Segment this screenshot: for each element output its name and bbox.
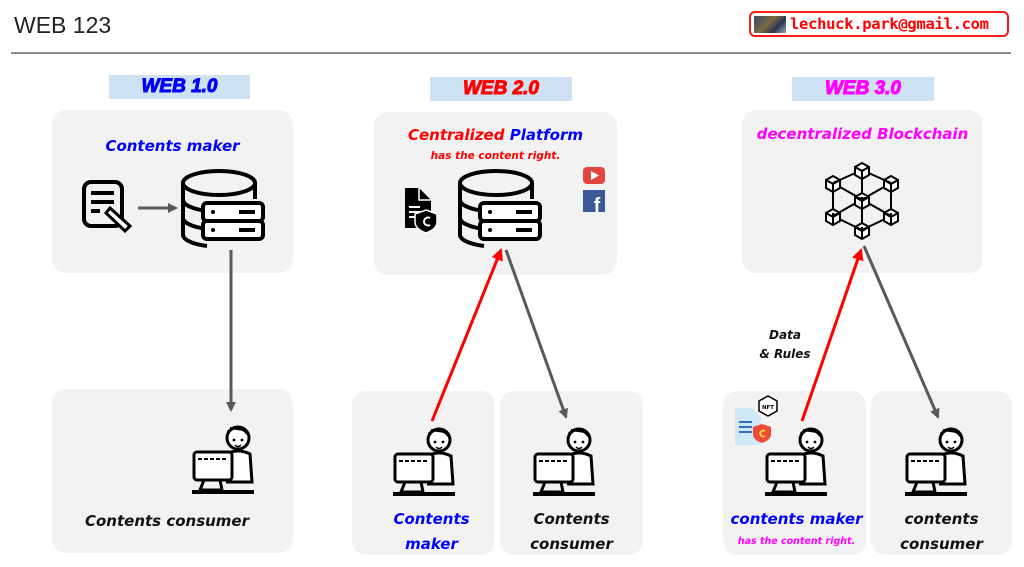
web3-download-arrow (862, 245, 940, 419)
facebook-icon: f (583, 190, 605, 217)
web1-consumer-panel (52, 389, 293, 553)
web2-consumer-line2: consumer (530, 535, 613, 553)
web3-consumer-line2: consumer (900, 535, 983, 553)
web2-download-arrow (504, 249, 569, 419)
web3-blockchain-title: decentralized Blockchain (756, 125, 969, 143)
avatar (754, 15, 786, 33)
web1-consumer-title: Contents consumer (84, 512, 250, 530)
web3-consumer-person-icon (903, 427, 969, 498)
web1-consumer-person-icon (190, 425, 256, 496)
web2-maker-line2: maker (405, 535, 458, 553)
web3-arrow-note-line2: & Rules (759, 347, 811, 361)
web2-platform-title-part1: Centralized (407, 126, 505, 144)
nft-badge-icon: NFT (758, 395, 778, 417)
web2-platform-title: Centralized Platform (374, 126, 617, 144)
web2-consumer-line1: Contents (533, 510, 610, 528)
web1-label: WEB 1.0 (109, 75, 250, 99)
web2-platform-title-part2: Platform (509, 126, 583, 144)
author-email-badge: lechuck.park@gmail.com (749, 11, 1009, 37)
blockchain-network-icon (825, 162, 899, 240)
web3-consumer-line1: contents (904, 510, 979, 528)
header-divider (11, 52, 1011, 54)
web2-platform-subtitle: has the content right. (430, 150, 561, 162)
web2-upload-arrow (430, 248, 503, 422)
copyright-file-icon (735, 408, 771, 445)
web1-maker-title: Contents maker (105, 137, 240, 155)
web3-maker-subtitle: has the content right. (737, 536, 856, 547)
web2-consumer-person-icon (531, 427, 597, 498)
author-email: lechuck.park@gmail.com (790, 15, 989, 33)
web2-maker-line1: Contents (393, 510, 470, 528)
svg-text:f: f (594, 195, 601, 217)
web3-maker-person-icon (763, 427, 829, 498)
web3-arrow-note-line1: Data (769, 328, 801, 342)
youtube-icon (583, 167, 605, 184)
database-server-icon (181, 169, 265, 248)
platform-database-icon (458, 169, 542, 248)
page-title: WEB 123 (14, 12, 112, 38)
svg-text:NFT: NFT (762, 405, 774, 411)
document-edit-icon (82, 180, 133, 234)
web2-maker-person-icon (391, 427, 457, 498)
web3-maker-title: contents maker (730, 510, 863, 528)
web3-label: WEB 3.0 (792, 77, 934, 101)
web2-label: WEB 2.0 (430, 77, 572, 101)
copyright-document-icon (405, 188, 438, 234)
web3-upload-arrow (800, 248, 864, 422)
